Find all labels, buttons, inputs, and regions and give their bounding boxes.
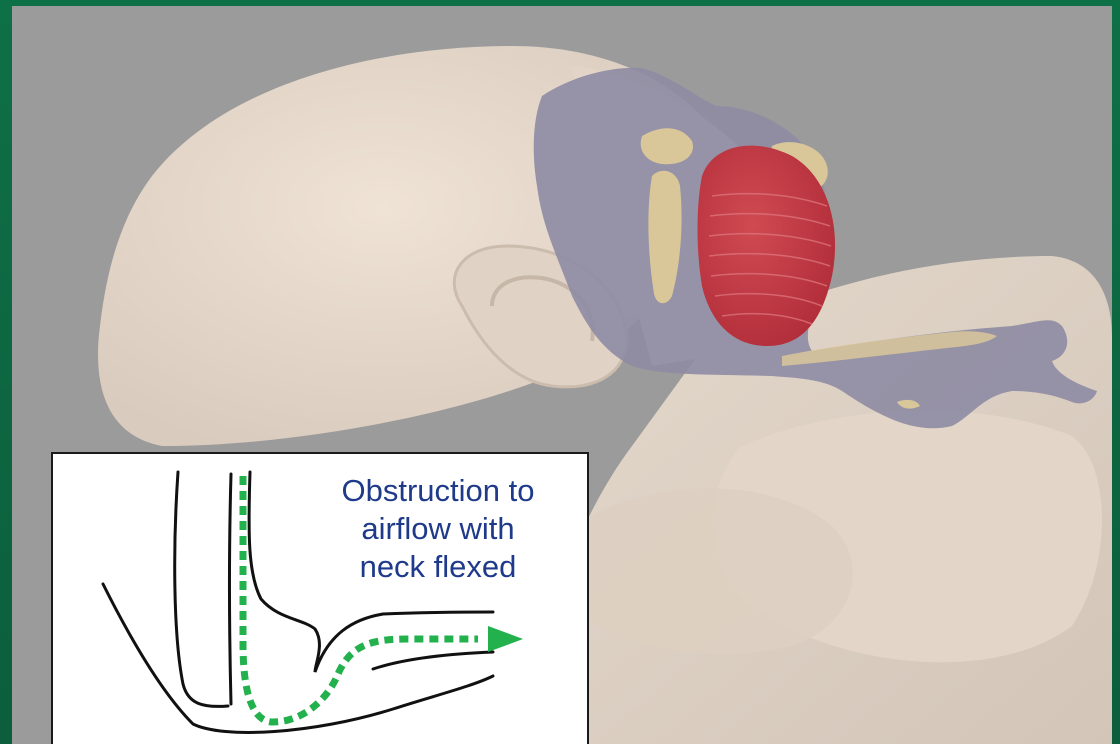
infant-arm	[572, 489, 853, 654]
inset-caption: Obstruction to airflow with neck flexed	[303, 472, 573, 586]
airway-inner-wall	[175, 472, 228, 706]
airway-outer-wall	[103, 584, 493, 732]
caption-line-3: neck flexed	[303, 548, 573, 586]
illustration-stage: Obstruction to airflow with neck flexed	[12, 6, 1112, 744]
caption-line-2: airflow with	[303, 510, 573, 548]
airway-lower-wall	[373, 652, 493, 669]
caption-line-1: Obstruction to	[303, 472, 573, 510]
airway-pharynx-wall	[230, 474, 232, 704]
airway-diagram-inset: Obstruction to airflow with neck flexed	[51, 452, 589, 744]
dashed-arrow-icon	[488, 626, 523, 652]
